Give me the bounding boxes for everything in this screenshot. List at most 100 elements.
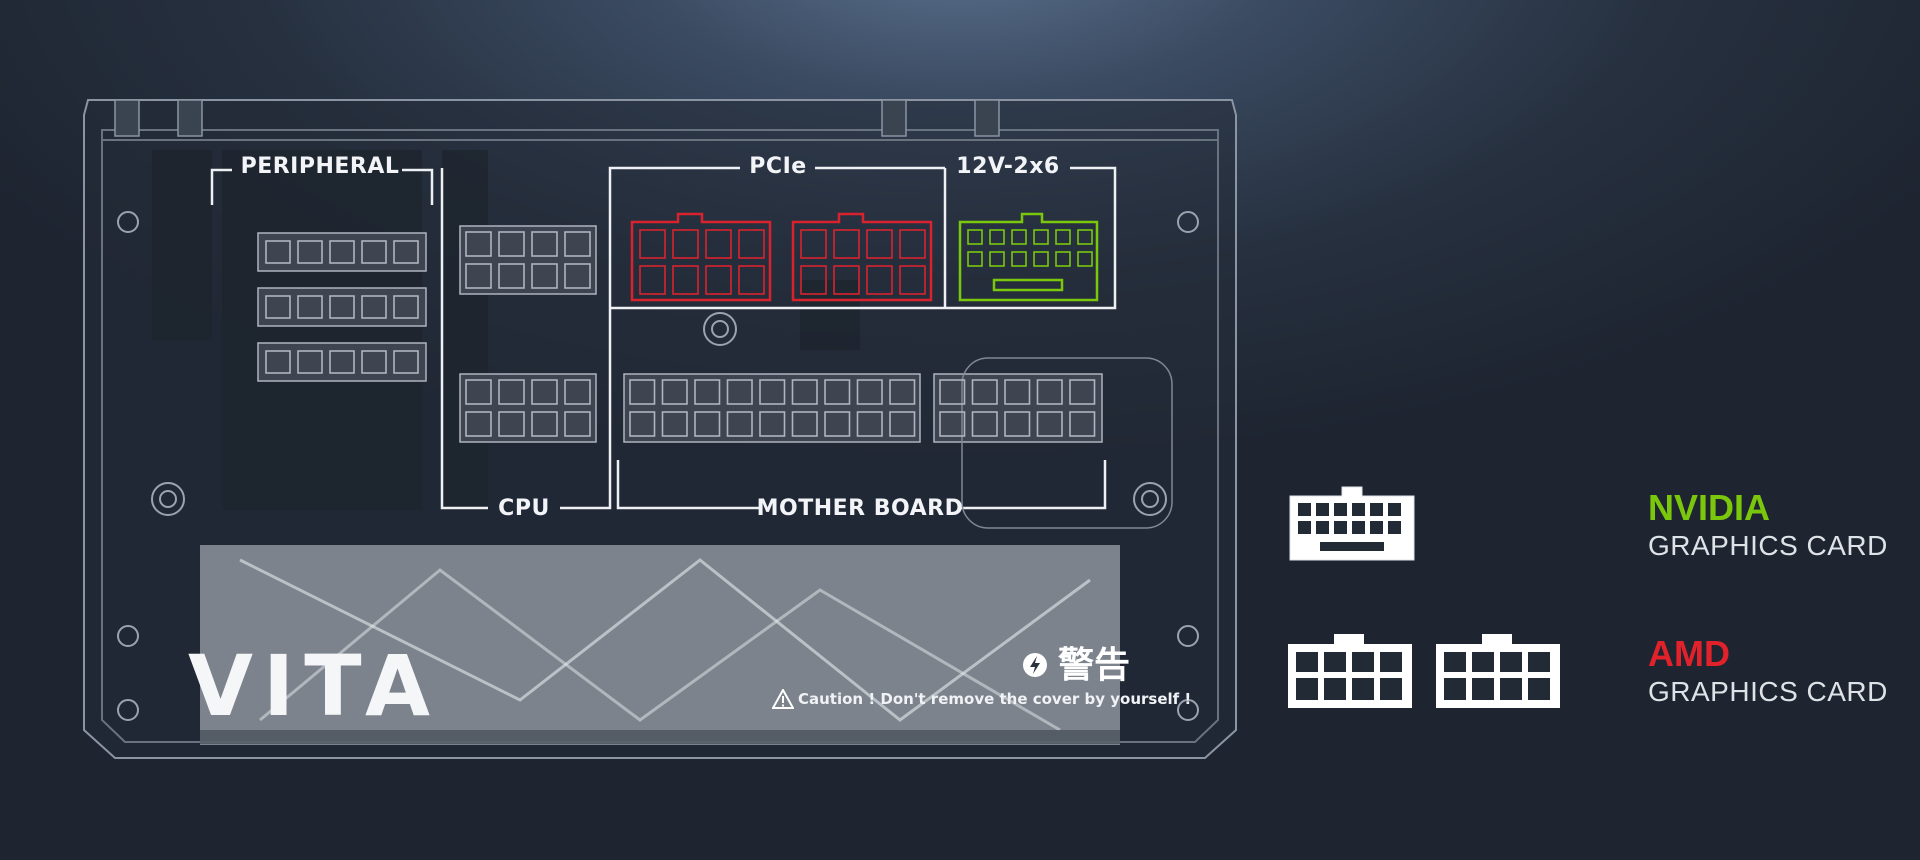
connector-pin (393, 240, 419, 264)
connector-pin (726, 411, 753, 437)
warning-title: 警告 (1058, 645, 1131, 686)
connector-pin (856, 411, 883, 437)
connector-pin (866, 229, 893, 259)
12v-2x6-pins (967, 229, 1093, 267)
12v-2x6-connector-icon (1289, 486, 1415, 561)
connector-pin (791, 411, 818, 437)
connector-pin (329, 295, 355, 319)
connector-pin (672, 229, 699, 259)
vita-logo: VITA (188, 637, 441, 735)
connector-pin (759, 411, 786, 437)
connector-pin (531, 411, 558, 437)
connector-pin (329, 240, 355, 264)
legend-amd-desc: GRAPHICS CARD (1648, 676, 1888, 707)
connector-pin (629, 379, 656, 405)
connector-pin (531, 263, 558, 289)
psu-panel-diagram (83, 99, 1237, 759)
connector-pin (800, 265, 827, 295)
connector-pin (1055, 251, 1071, 267)
screw-holes (117, 211, 1199, 721)
pcie-8pin-connector-icon-2 (1436, 634, 1560, 708)
connector-pin (939, 411, 966, 437)
connector-pin (1004, 379, 1031, 405)
cpu-pins-1 (465, 231, 591, 289)
connector-pin (967, 251, 983, 267)
connector-pin (759, 379, 786, 405)
connector-pin (564, 263, 591, 289)
connector-pin (889, 411, 916, 437)
connector-pin (639, 229, 666, 259)
caution-icon (772, 689, 794, 709)
connector-pin (661, 379, 688, 405)
connector-pin (899, 229, 926, 259)
lightning-icon (1023, 653, 1047, 677)
pcie-8pin-connector-icon (1288, 634, 1412, 708)
connector-pin (564, 379, 591, 405)
connector-pin (1011, 229, 1027, 245)
pcie-8pin-connectors (630, 212, 933, 302)
pcie-pins-1 (639, 229, 765, 295)
fan-area (200, 545, 1120, 745)
caution-text: Caution ! Don't remove the cover by your… (798, 690, 1192, 708)
connector-pin (971, 379, 998, 405)
connector-pin (967, 229, 983, 245)
connector-pin (1004, 411, 1031, 437)
label-cpu: CPU (498, 496, 550, 521)
peripheral-connectors (257, 232, 427, 382)
connector-pin (694, 411, 721, 437)
connector-pin (361, 350, 387, 374)
connector-pin (726, 379, 753, 405)
pcie-pins-2 (800, 229, 926, 295)
connector-pin (833, 265, 860, 295)
connector-pin (661, 411, 688, 437)
connector-pin (329, 350, 355, 374)
connector-pin (899, 265, 926, 295)
connector-pin (971, 411, 998, 437)
motherboard-connectors (623, 357, 1173, 529)
cpu-pins-2 (465, 379, 591, 437)
connector-pin (800, 229, 827, 259)
connector-pin (833, 229, 860, 259)
label-pcie: PCIe (749, 154, 807, 179)
connector-pin (824, 411, 851, 437)
connector-pin (705, 229, 732, 259)
connector-pin (1011, 251, 1027, 267)
connector-pin (498, 411, 525, 437)
peripheral-pins-3 (265, 350, 419, 374)
connector-pin (1077, 229, 1093, 245)
connector-pin (1055, 229, 1071, 245)
connector-pin (889, 379, 916, 405)
connector-pin (856, 379, 883, 405)
connector-pin (361, 295, 387, 319)
connector-pin (531, 231, 558, 257)
connector-pin (866, 265, 893, 295)
connector-pin (564, 411, 591, 437)
connector-pin (465, 411, 492, 437)
connector-pin (629, 411, 656, 437)
motherboard-pins-2 (939, 379, 1096, 437)
motherboard-pins-1 (629, 379, 916, 437)
12v-2x6-connector (958, 212, 1099, 302)
peripheral-pins-2 (265, 295, 419, 319)
connector-pin (531, 379, 558, 405)
top-screws (114, 99, 1000, 137)
connector-pin (939, 379, 966, 405)
connector-pin (1069, 379, 1096, 405)
connector-pin (989, 229, 1005, 245)
connector-pin (393, 350, 419, 374)
connector-pin (989, 251, 1005, 267)
connector-pin (297, 240, 323, 264)
legend-nvidia-desc: GRAPHICS CARD (1648, 530, 1888, 561)
connector-pin (564, 231, 591, 257)
connector-pin (639, 265, 666, 295)
peripheral-pins-1 (265, 240, 419, 264)
connector-pin (465, 231, 492, 257)
connector-pin (498, 231, 525, 257)
connector-pin (265, 295, 291, 319)
internal-components (152, 150, 860, 510)
connector-pin (465, 379, 492, 405)
connector-pin (1077, 251, 1093, 267)
connector-pin (1036, 379, 1063, 405)
connector-pin (297, 295, 323, 319)
connector-pin (1033, 251, 1049, 267)
